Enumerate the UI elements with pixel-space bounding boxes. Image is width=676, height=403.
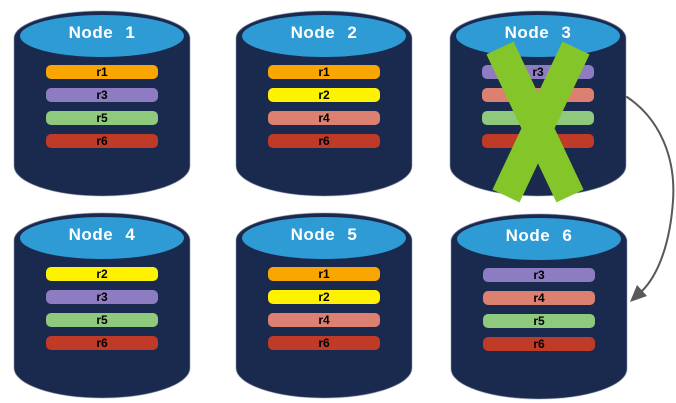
- replica-bar: r5: [46, 313, 158, 327]
- replica-bar: r2: [268, 290, 380, 304]
- replica-list: r2 r3 r5 r6: [46, 267, 158, 359]
- replica-bar: r1: [268, 267, 380, 281]
- failure-x-icon: [486, 41, 590, 203]
- replica-bar: r5: [46, 111, 158, 125]
- replica-bar: r3: [46, 290, 158, 304]
- node-3: Node 3 r3 r4 r5 r6: [449, 8, 627, 203]
- database-cylinder: [13, 10, 191, 197]
- replica-list: r1 r2 r4 r6: [268, 65, 380, 157]
- replica-bar: r2: [46, 267, 158, 281]
- replica-list: r1 r3 r5 r6: [46, 65, 158, 157]
- replica-bar: r6: [483, 337, 595, 351]
- replica-bar: r2: [268, 88, 380, 102]
- replica-bar: r6: [268, 134, 380, 148]
- node-title: Node 5: [290, 225, 358, 244]
- replica-bar: r4: [483, 291, 595, 305]
- replica-bar: r6: [46, 336, 158, 350]
- node-title: Node 2: [290, 23, 358, 42]
- replica-list: r1 r2 r4 r6: [268, 267, 380, 359]
- replica-bar: r5: [483, 314, 595, 328]
- node-title: Node 3: [504, 23, 572, 42]
- node-4: Node 4 r2 r3 r5 r6: [13, 210, 191, 402]
- node-2: Node 2 r1 r2 r4 r6: [235, 8, 413, 200]
- replica-bar: r6: [268, 336, 380, 350]
- database-cylinder: [450, 213, 628, 400]
- replica-bar: r1: [268, 65, 380, 79]
- node-title: Node 1: [68, 23, 136, 42]
- database-cylinder: [235, 212, 413, 399]
- replica-bar: r6: [46, 134, 158, 148]
- database-cylinder: [13, 212, 191, 399]
- node-5: Node 5 r1 r2 r4 r6: [235, 210, 413, 402]
- node-title: Node 6: [505, 226, 573, 245]
- database-cylinder: [235, 10, 413, 197]
- replica-bar: r3: [46, 88, 158, 102]
- node-title: Node 4: [68, 225, 136, 244]
- node-6: Node 6 r3 r4 r5 r6: [450, 211, 628, 403]
- replica-bar: r3: [483, 268, 595, 282]
- replica-bar: r4: [268, 313, 380, 327]
- node-1: Node 1 r1 r3 r5 r6: [13, 8, 191, 200]
- replica-bar: r4: [268, 111, 380, 125]
- replica-bar: r1: [46, 65, 158, 79]
- replica-list: r3 r4 r5 r6: [483, 268, 595, 360]
